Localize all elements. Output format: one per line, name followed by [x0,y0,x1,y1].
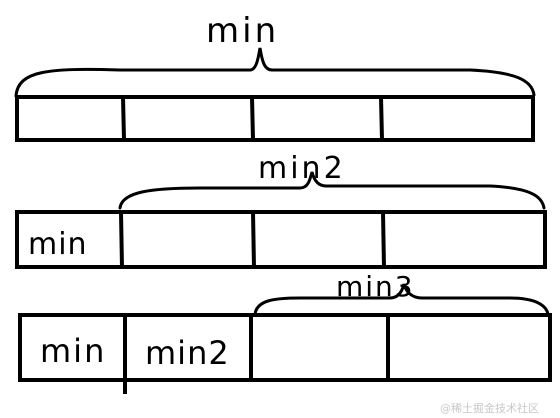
stage-2-brace-label: min2 [258,151,346,186]
stage-3-cell: min [40,332,106,370]
stage-1-divider [121,96,126,141]
stage-2: min2 min [15,151,547,269]
stage-3-brace [253,283,550,316]
stage-1-divider [379,96,384,141]
stage-1-brace-label: min [206,11,279,51]
stage-3-box [18,313,552,382]
stage-1: min [14,11,536,142]
stage-1-brace [14,47,536,98]
stage-3-brace-label: min3 [336,270,415,303]
stage-2-brace [118,171,546,210]
stage-2-box [15,210,547,269]
stage-1-divider [250,96,255,141]
stage-2-divider [119,211,124,269]
stage-3: min3 min min2 [18,270,552,394]
stage-1-box [15,95,535,142]
stage-2-divider [381,211,386,269]
watermark-text: @稀土掘金技术社区 [440,401,539,415]
stage-2-divider [251,211,256,269]
stage-2-cell: min [28,227,88,262]
stage-3-cell: min2 [145,334,230,372]
